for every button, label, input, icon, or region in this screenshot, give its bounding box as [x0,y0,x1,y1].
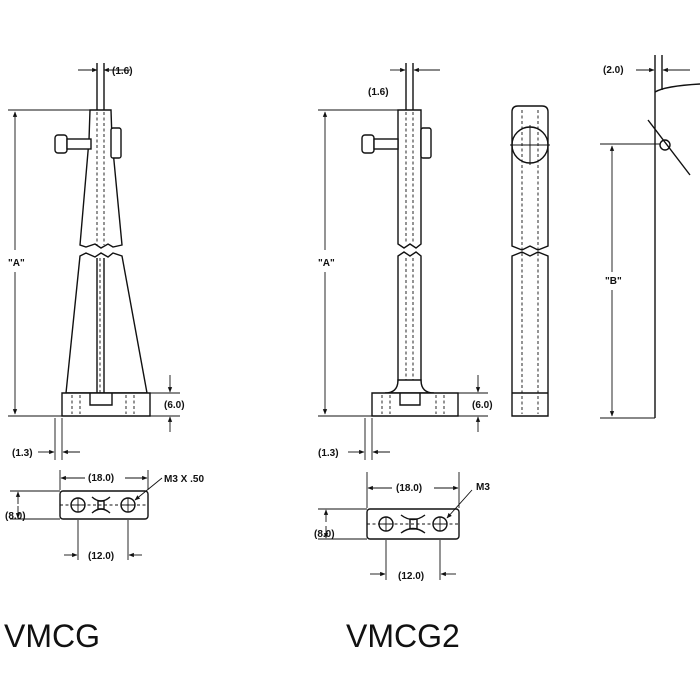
vmcg2-side-view [510,105,550,417]
vmcg-depth-dim: (8.0) [5,511,26,522]
vmcg-front-view [54,63,151,417]
vmcg2-bottom-view [318,472,473,580]
vmcg-height-dim: "A" [8,258,25,269]
side-view-top-dim: (2.0) [603,65,624,76]
vmcg-offset-dim: (1.3) [12,448,33,459]
vmcg-hole-spacing-dim: (12.0) [88,551,114,562]
vmcg2-height-dim: "A" [318,258,335,269]
model-titles: VMCG VMCG2 [4,618,460,654]
vmcg-pin-dim: (1.6) [112,66,133,77]
vmcg2-thread-callout: M3 [476,482,490,493]
vmcg2-base-height-dim: (6.0) [472,400,493,411]
dimension-labels: (1.6) "A" (6.0) (1.3) (18.0) (8.0) (12.0… [5,65,624,582]
vmcg-bottom-view [10,470,163,560]
vmcg2-offset-dim: (1.3) [318,448,339,459]
vmcg-dimensions [8,109,180,460]
vmcg-base-height-dim: (6.0) [164,400,185,411]
vmcg2-title: VMCG2 [346,618,460,654]
vmcg2-dimensions [318,109,488,460]
vmcg-title: VMCG [4,618,100,654]
side-view-height-dim: "B" [605,276,622,287]
vmcg2-front-view [361,63,459,417]
vmcg-thread-callout: M3 X .50 [164,474,204,485]
vmcg-width-dim: (18.0) [88,473,114,484]
vmcg2-depth-dim: (8.0) [314,529,335,540]
side-view-b [600,55,700,419]
vmcg2-hole-spacing-dim: (12.0) [398,571,424,582]
vmcg2-width-dim: (18.0) [396,483,422,494]
vmcg2-pin-dim: (1.6) [368,87,389,98]
